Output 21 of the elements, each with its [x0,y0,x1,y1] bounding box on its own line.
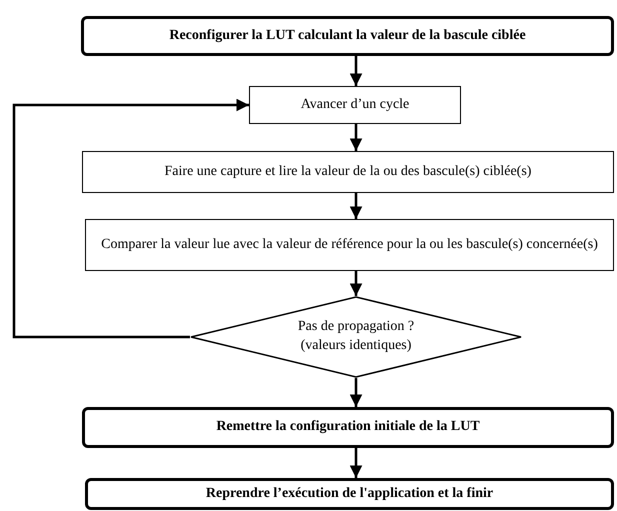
step-text: Comparer la valeur lue avec la valeur de référence pour la ou les bascule(s) concernée(s) [100,236,599,254]
decision-diamond [190,296,522,378]
step-text: Remettre la configuration initiale de la LUT [215,418,481,436]
process-box [249,86,461,124]
terminal-box [81,16,614,56]
terminal-box [85,478,614,510]
step-text: Reconfigurer la LUT calculant la valeur de la bascule ciblée [168,26,527,45]
arrow [12,98,249,338]
process-box [82,151,614,193]
arrow [350,378,362,407]
arrow [350,56,362,86]
step-text: Faire une capture et lire la valeur de la ou des bascule(s) ciblée(s) [164,162,532,181]
step-text: Reprendre l’exécution de l'application et la finir [204,484,494,503]
process-box [85,219,614,271]
terminal-box [82,407,614,448]
arrow [350,271,362,296]
decision-text: Pas de propagation ? (valeurs identiques) [296,318,416,355]
arrow [350,193,362,219]
step-text: Avancer d’un cycle [300,96,410,114]
arrow [350,124,362,151]
arrow [350,448,362,478]
